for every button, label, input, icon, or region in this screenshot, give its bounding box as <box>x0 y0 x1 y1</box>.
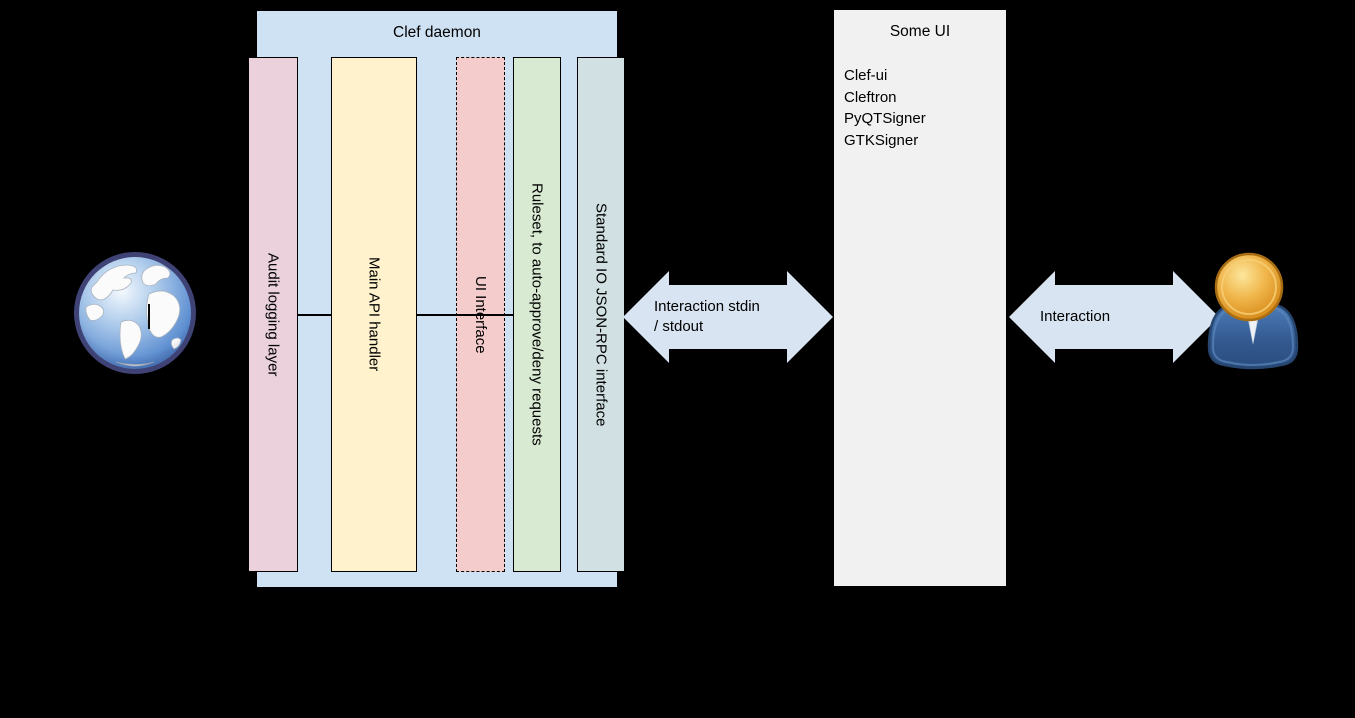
user-icon <box>1207 252 1299 370</box>
arrow-stdio-interaction-label: Interaction stdin / stdout <box>654 298 760 335</box>
layer-stdio-jsonrpc: Standard IO JSON-RPC interface <box>577 57 625 572</box>
globe-icon <box>74 252 196 374</box>
layer-main-api-handler-label: Main API handler <box>365 257 383 372</box>
arrow-user-interaction-label: Interaction <box>1040 308 1111 325</box>
arrow-user-interaction: Interaction <box>1009 271 1219 363</box>
layer-audit-logging-label: Audit logging layer <box>264 252 282 377</box>
connector-audit-to-api <box>298 314 331 316</box>
clef-daemon-box: Clef daemon <box>256 10 618 588</box>
some-ui-box: Some UI Clef-ui Cleftron PyQTSigner GTKS… <box>833 9 1007 587</box>
arrow-stdio-interaction: Interaction stdin / stdout <box>623 271 833 363</box>
globe-connector-line <box>148 304 150 329</box>
some-ui-item-clef-ui: Clef-ui <box>844 67 888 84</box>
clef-daemon-title: Clef daemon <box>393 24 481 41</box>
double-arrow-shape <box>623 271 833 363</box>
layer-audit-logging: Audit logging layer <box>248 57 298 572</box>
double-arrow-shape <box>1009 271 1219 363</box>
some-ui-title: Some UI <box>889 23 951 40</box>
connector-api-to-ruleset <box>417 314 513 316</box>
layer-main-api-handler: Main API handler <box>331 57 417 572</box>
layer-stdio-jsonrpc-label: Standard IO JSON-RPC interface <box>592 202 610 427</box>
layer-ruleset: Ruleset, to auto-approve/deny requests <box>513 57 561 572</box>
some-ui-list: Clef-ui Cleftron PyQTSigner GTKSigner <box>834 65 1006 152</box>
some-ui-item-gtksigner: GTKSigner <box>844 132 919 150</box>
layer-ruleset-label: Ruleset, to auto-approve/deny requests <box>528 183 546 446</box>
some-ui-item-pyqtsigner: PyQTSigner <box>844 110 926 128</box>
some-ui-item-cleftron: Cleftron <box>844 88 897 106</box>
